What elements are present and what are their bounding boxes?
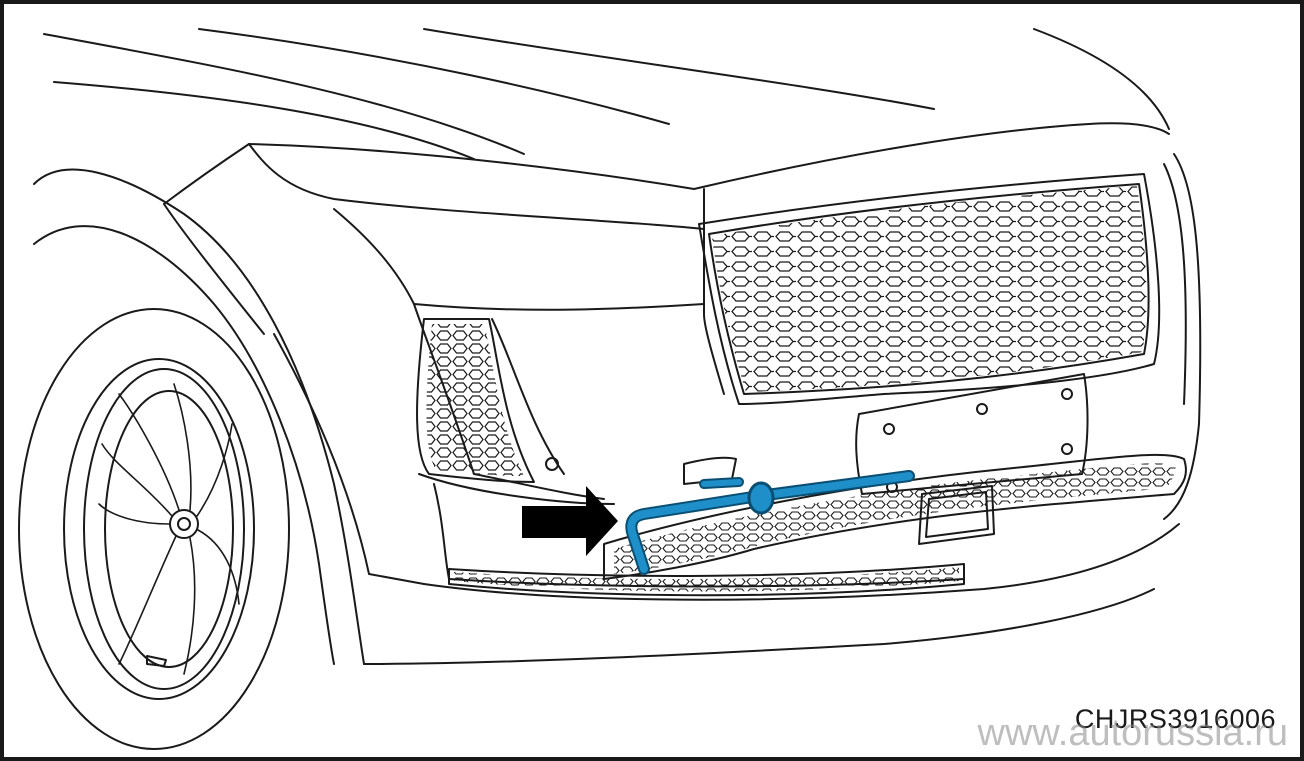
right-arrow-icon	[522, 486, 618, 556]
figure-code: CHJRS3916006	[1074, 704, 1276, 734]
windshield-arc	[1033, 28, 1170, 130]
wheel-arch-outer	[33, 168, 365, 665]
bumper-side-curve	[273, 333, 425, 585]
grille-outer	[698, 173, 1161, 405]
fog-vent-outline	[416, 318, 535, 483]
headlight-lower	[333, 208, 705, 311]
watermark: www.autorussia.ru	[977, 712, 1288, 754]
rim-inner	[104, 390, 234, 668]
lower-grille-mesh	[614, 463, 1176, 574]
wheel-hub	[169, 509, 199, 539]
fog-vent-trim	[491, 318, 565, 475]
hood-line-1	[43, 33, 525, 155]
valve-stem	[146, 655, 167, 667]
grille-surround-left	[703, 188, 725, 395]
fog-vent-sensor	[545, 457, 559, 471]
wheel-arch-inner	[33, 225, 335, 665]
hood-line-4	[53, 81, 475, 160]
grille-inner	[708, 183, 1150, 395]
hood-front-edge	[248, 122, 1170, 190]
fender-side	[163, 203, 265, 335]
plate-bolt-4	[1061, 443, 1073, 455]
rim-outer	[83, 368, 245, 690]
tow-cover-recess	[683, 456, 737, 485]
lower-grille-band	[448, 563, 965, 597]
bumper-lower-curve	[418, 473, 615, 505]
hood-line-3	[423, 28, 935, 110]
tire-outer	[18, 308, 290, 750]
bumper-under	[363, 588, 1155, 665]
vehicle-front-illustration	[18, 28, 1202, 750]
plate-bolt-3	[1061, 388, 1073, 400]
fender-top	[163, 143, 705, 230]
bumper-right-inner	[1163, 163, 1187, 405]
wheel-spokes	[98, 383, 240, 675]
tow-hook-wrench-icon	[625, 470, 915, 575]
plate-bolt-2	[976, 403, 988, 415]
fog-vent-mesh	[426, 324, 524, 476]
upper-grille-mesh	[712, 186, 1147, 392]
hub-center	[177, 517, 191, 531]
plate-bolt-1	[883, 423, 895, 435]
bottom-band-mesh	[454, 567, 959, 592]
lower-lip	[423, 523, 1180, 601]
tire-inner	[63, 358, 255, 700]
bumper-right-edge	[1163, 153, 1202, 520]
hood-line-2	[198, 28, 670, 125]
bumper-top	[413, 303, 605, 500]
